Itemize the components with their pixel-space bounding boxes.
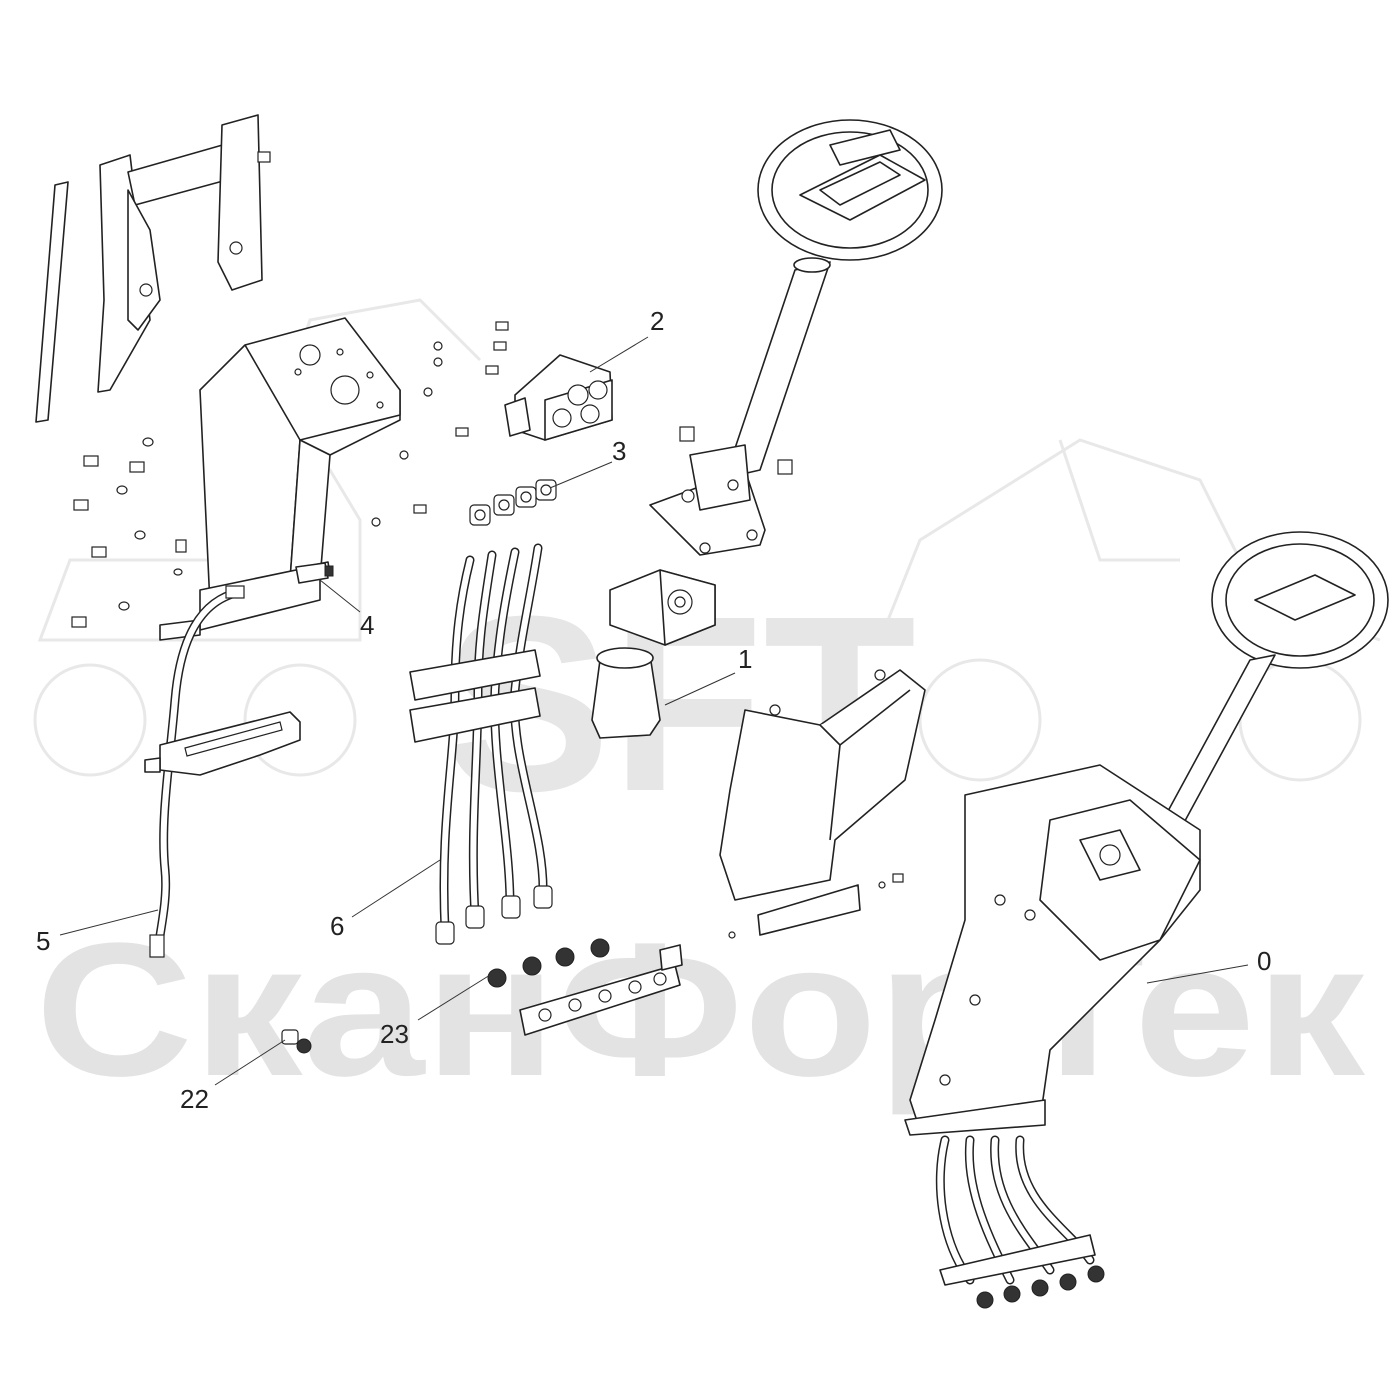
steering-wheel-upper	[757, 119, 943, 261]
steering-column-upper	[649, 257, 831, 556]
callouts: 0 1 2 3 4 5 6 22 23	[36, 306, 1271, 1114]
callout-1: 1	[738, 644, 752, 674]
steering-column-pedestal	[159, 317, 401, 641]
callout-23: 23	[380, 1019, 409, 1049]
fitting-part-22	[281, 1029, 312, 1054]
hose-bundle-part-6	[409, 543, 553, 945]
callout-2: 2	[650, 306, 664, 336]
valve-block-part-2	[504, 354, 613, 441]
callout-3: 3	[612, 436, 626, 466]
callout-22: 22	[180, 1084, 209, 1114]
assembly-part-0	[904, 531, 1389, 1309]
callout-0: 0	[1257, 946, 1271, 976]
top-frame-bracket	[35, 114, 271, 423]
leader-lines	[59, 336, 1249, 1086]
fittings-part-3	[469, 479, 557, 526]
fastener-set-left	[71, 321, 509, 628]
callout-4: 4	[360, 610, 374, 640]
steering-unit-part-1	[591, 569, 716, 739]
fitting-part-4	[295, 562, 334, 584]
lower-bracket-plate	[144, 711, 301, 776]
watermark-brand: СканФорТек	[35, 904, 1366, 1116]
cover-plate	[719, 669, 926, 939]
connector-plate-part-23	[487, 938, 683, 1036]
callout-5: 5	[36, 926, 50, 956]
callout-6: 6	[330, 911, 344, 941]
